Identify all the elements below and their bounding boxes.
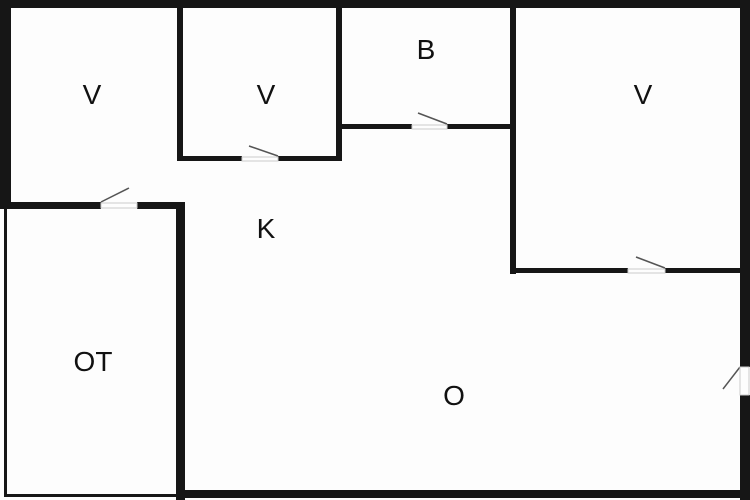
wall-v2-bottom-right xyxy=(278,156,342,161)
room-label-v3: V xyxy=(633,79,653,110)
room-label-ot: OT xyxy=(73,346,113,377)
wall-v3-bottom-right xyxy=(665,268,750,273)
room-label-k: K xyxy=(256,213,276,244)
wall-left-upper xyxy=(0,0,11,209)
door-v3 xyxy=(635,256,666,269)
wall-ot-right xyxy=(176,202,185,500)
door-b xyxy=(417,112,448,125)
wall-v1-v2 xyxy=(177,0,183,161)
room-label-v1: V xyxy=(82,79,102,110)
wall-b-v3 xyxy=(510,0,516,274)
wall-ot-bottom xyxy=(4,494,180,497)
wall-v2-bottom-left xyxy=(180,156,242,161)
wall-ot-left xyxy=(4,205,7,497)
wall-b-bottom-right xyxy=(447,124,515,129)
room-label-v2: V xyxy=(256,79,276,110)
room-label-o: O xyxy=(443,380,465,411)
wall-top xyxy=(0,0,750,8)
wall-v1-bottom-left xyxy=(0,202,101,209)
wall-v2-b xyxy=(336,0,342,161)
door-entrance xyxy=(722,366,741,390)
door-v2 xyxy=(248,145,279,157)
wall-right-lower xyxy=(740,395,750,500)
wall-v3-bottom-left xyxy=(510,268,628,273)
wall-bottom xyxy=(176,490,750,498)
wall-v1-bottom-right xyxy=(137,202,185,209)
room-label-b: B xyxy=(416,34,436,65)
wall-right-upper xyxy=(740,0,750,367)
wall-b-bottom-left xyxy=(340,124,412,129)
door-v1 xyxy=(100,187,130,203)
